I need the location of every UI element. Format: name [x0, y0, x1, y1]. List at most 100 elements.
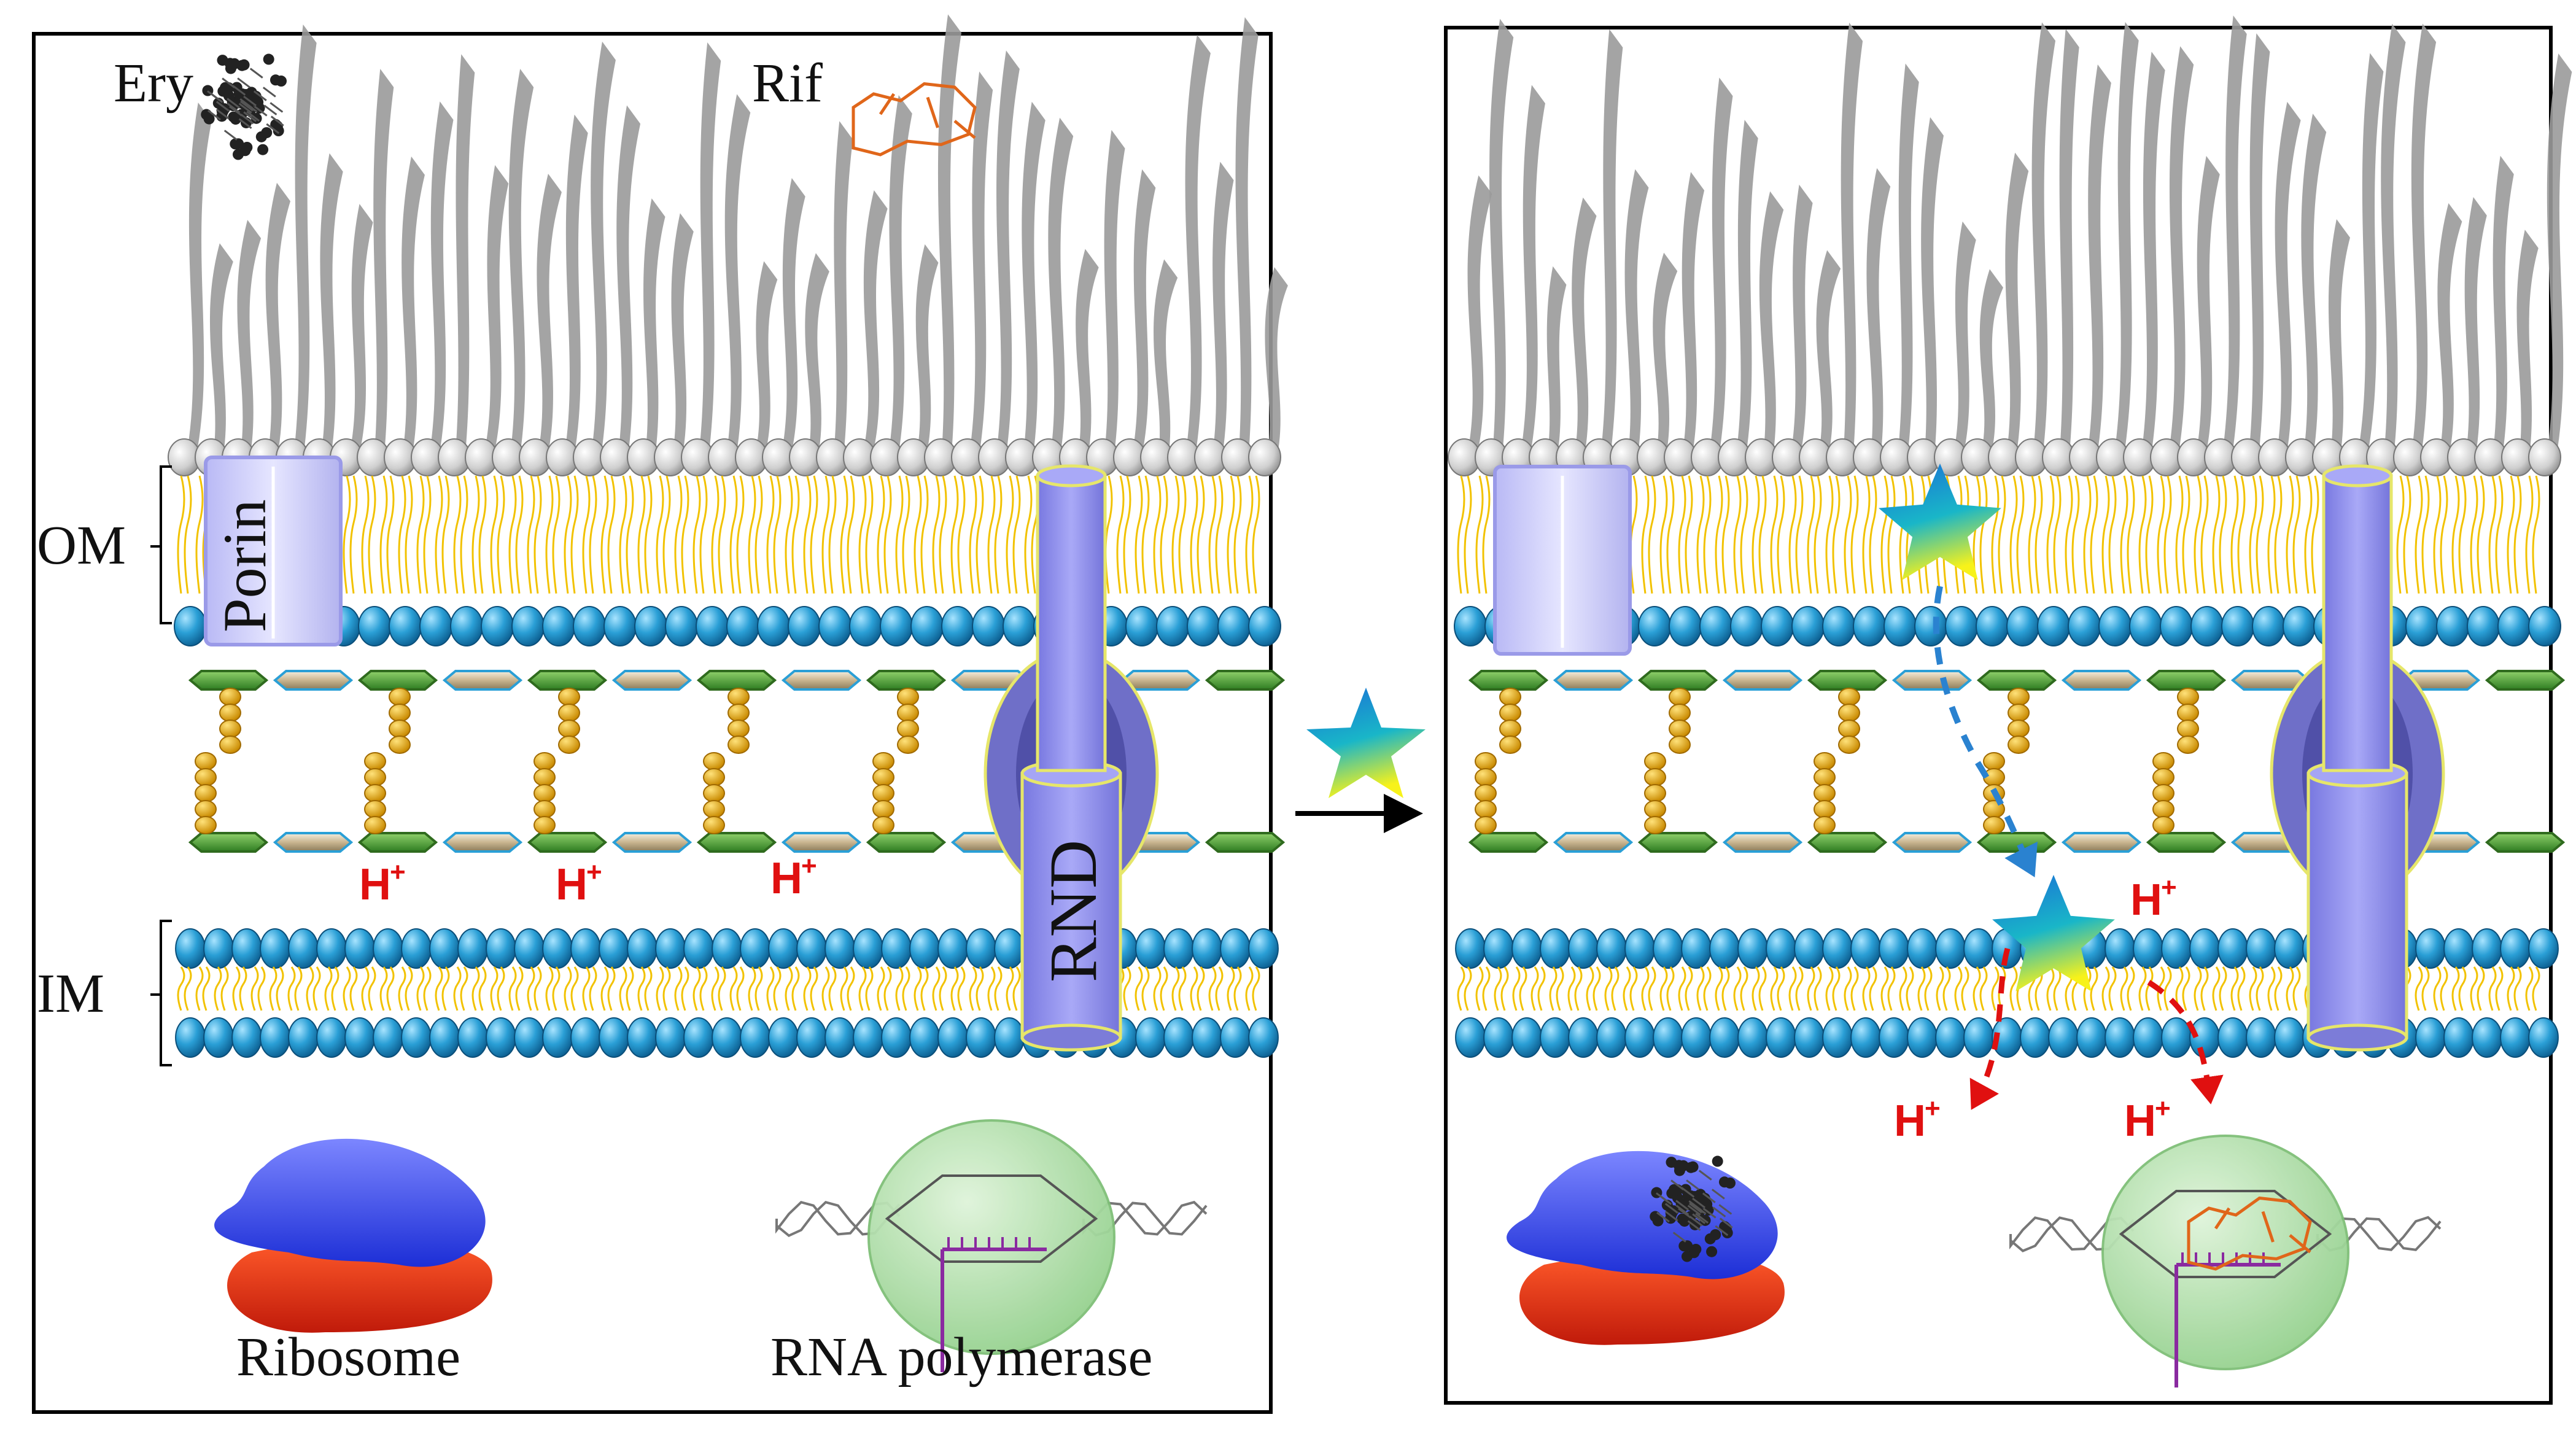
lipid-tail — [883, 966, 892, 1011]
peptide-bead — [195, 784, 217, 802]
peptide-bead — [2152, 816, 2174, 834]
lipid-tail — [1954, 966, 1963, 1011]
lipid-tail — [1887, 475, 1896, 594]
peptide-bead — [703, 768, 725, 786]
peptide-crosslink — [2008, 688, 2030, 754]
lipid-tail — [508, 966, 517, 1011]
phospholipid-head — [1220, 928, 1251, 969]
lps-chain — [643, 198, 665, 467]
proton-2: H+ — [556, 857, 602, 909]
phospholipid-head — [175, 1017, 206, 1058]
lipid-tail — [2046, 475, 2055, 594]
phospholipid-head — [655, 1017, 686, 1058]
lipid-tail — [2458, 475, 2467, 594]
phospholipid-head — [1156, 606, 1189, 646]
ery-bond — [1702, 1192, 1716, 1203]
phospholipid-head — [1669, 606, 1702, 646]
lipid-tail — [2513, 475, 2522, 594]
ery-bond — [1702, 1208, 1717, 1219]
lipid-tail — [785, 966, 793, 1011]
phospholipid-head — [599, 928, 629, 969]
nag-sugar — [866, 832, 947, 853]
lipid-tail — [2532, 475, 2540, 594]
phospholipid-head — [1935, 928, 1966, 969]
lipid-tail — [582, 475, 591, 594]
peptide-crosslink — [2177, 688, 2199, 754]
lipid-tail — [858, 966, 867, 1011]
ery-bond — [254, 106, 268, 117]
lipid-tail — [2219, 966, 2227, 1011]
lps-chain — [1518, 85, 1545, 467]
ery-bond — [249, 68, 263, 79]
lipid-tail — [405, 966, 413, 1011]
peptide-bead — [1838, 720, 1860, 738]
phospholipid-head — [824, 1017, 855, 1058]
phospholipid-head — [849, 606, 882, 646]
ery-bond — [1712, 1206, 1726, 1217]
lps-chain — [1841, 22, 1863, 467]
lipid-tail — [1171, 966, 1180, 1011]
lipid-tail — [379, 475, 388, 594]
erythromycin-molecule — [1650, 1155, 1736, 1262]
lipid-tail — [1685, 966, 1693, 1011]
phospholipid-head — [627, 1017, 658, 1058]
rnd-label: RND — [1036, 840, 1111, 982]
lipid-tail — [471, 966, 480, 1011]
lipid-tail — [2470, 475, 2478, 594]
lps-chain — [697, 42, 721, 467]
proton-symbol: H — [770, 854, 802, 903]
peptide-bead — [219, 720, 241, 738]
peptide-bead — [1814, 800, 1836, 818]
nam-sugar — [442, 670, 523, 691]
ery-bond — [239, 100, 254, 112]
lipid-tail — [1844, 475, 1852, 594]
lipid-tail — [2507, 966, 2515, 1011]
lipid-tail — [932, 966, 941, 1011]
ery-atom — [1682, 1240, 1693, 1252]
phospholipid-head — [1624, 1017, 1655, 1058]
ery-bond — [215, 101, 230, 112]
pump-outer-channel — [1036, 474, 1107, 772]
ery-atom — [217, 55, 228, 66]
nag-sugar — [357, 670, 438, 691]
phospholipid-head — [2274, 928, 2305, 969]
phospholipid-head — [2252, 606, 2285, 646]
peptide-bead — [195, 752, 217, 770]
phospholipid-head — [712, 928, 742, 969]
lipid-tail — [2525, 475, 2534, 594]
phospholipid-head — [740, 928, 770, 969]
lipid-tail — [791, 966, 800, 1011]
ery-bond — [227, 98, 241, 109]
peptide-bead — [533, 816, 556, 834]
peptide-bead — [1814, 784, 1836, 802]
lps-chain — [2437, 203, 2462, 467]
nag-sugar — [1637, 832, 1718, 853]
lps-chain — [751, 261, 778, 467]
ery-bond — [1693, 1203, 1707, 1215]
lipid-tail — [1752, 966, 1760, 1011]
lipid-tail — [2286, 966, 2294, 1011]
lipid-tail — [2182, 966, 2190, 1011]
lipid-tail — [435, 966, 443, 1011]
lipid-tail — [950, 475, 959, 594]
peptide-bead — [1499, 688, 1521, 706]
lipid-tail — [1899, 966, 1907, 1011]
peptide-bead — [1644, 816, 1666, 834]
peptide-bead — [1475, 784, 1497, 802]
rna-polymerase-icon — [775, 1119, 1208, 1372]
lipid-tail — [2138, 966, 2147, 1011]
lipid-tail — [656, 966, 664, 1011]
lipid-tail — [755, 966, 763, 1011]
phospholipid-head — [1187, 606, 1220, 646]
phospholipid-head — [1791, 606, 1825, 646]
lipid-tail — [478, 966, 487, 1011]
lipid-tail — [1006, 966, 1014, 1011]
phospholipid-head — [665, 606, 698, 646]
phospholipid-head — [1125, 606, 1158, 646]
lipid-tail — [1245, 475, 1254, 594]
lipid-tail — [1733, 475, 1742, 594]
lipid-tail — [361, 966, 370, 1011]
lipid-tail — [2488, 966, 2497, 1011]
lps-chain — [859, 190, 888, 467]
lipid-tail — [1160, 475, 1168, 594]
